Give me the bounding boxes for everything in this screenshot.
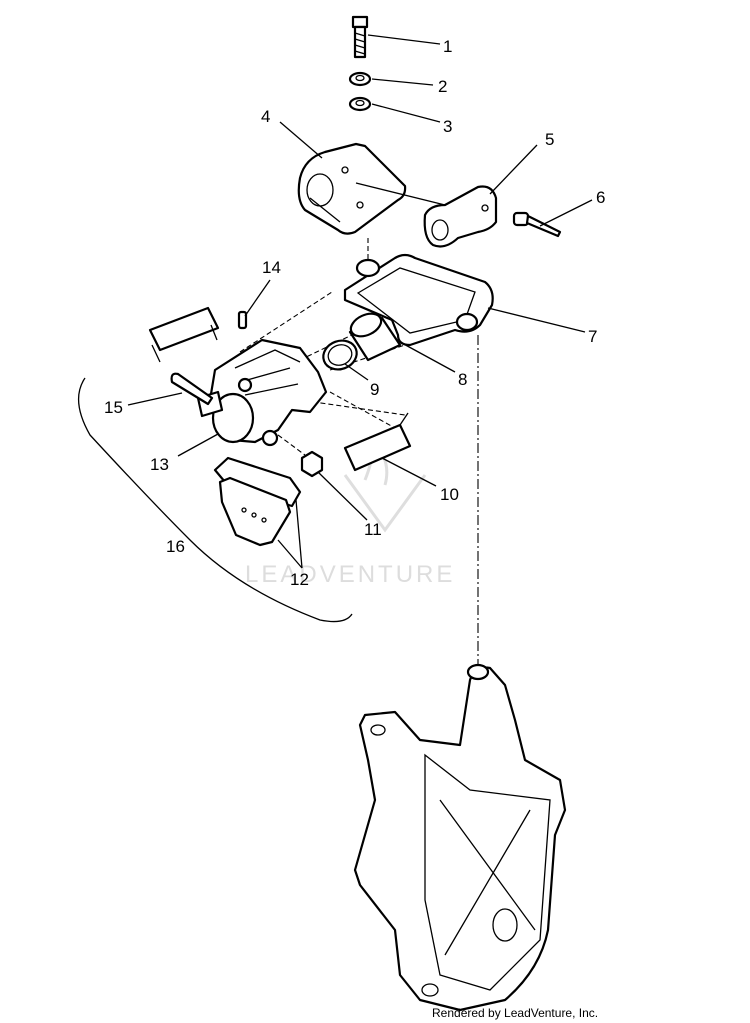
leader-lines [127, 34, 593, 569]
watermark-text: LEADVENTURE [245, 561, 455, 588]
callout-6: 6 [596, 188, 605, 207]
callout-2: 2 [438, 77, 447, 96]
callout-16: 16 [166, 537, 185, 556]
callout-13: 13 [150, 455, 169, 474]
brake-pads-part [213, 456, 302, 547]
mounting-bracket-part [297, 142, 407, 235]
retaining-pin-part [170, 372, 214, 406]
callout-10: 10 [440, 485, 459, 504]
callout-8: 8 [458, 370, 467, 389]
piston-part [348, 312, 402, 362]
bleeder-screw-part [237, 310, 248, 330]
adjust-screw-part [512, 211, 562, 238]
callout-1: 1 [443, 37, 452, 56]
callout-7: 7 [588, 327, 597, 346]
callout-4: 4 [261, 107, 270, 126]
callout-5: 5 [545, 130, 554, 149]
lower-pad-shim-part [343, 412, 412, 472]
cam-lever-part [355, 182, 498, 248]
piston-seal-part [322, 339, 358, 371]
callout-15: 15 [104, 398, 123, 417]
callout-12: 12 [290, 570, 309, 589]
footer-credit: Rendered by LeadVenture, Inc. [432, 1006, 598, 1020]
callout-9: 9 [370, 380, 379, 399]
callout-3: 3 [443, 117, 452, 136]
brake-housing-part [353, 663, 567, 1012]
watermark-logo: LEADVENTURE [245, 435, 455, 588]
caliper-nut-part [300, 450, 324, 478]
assembly-brace [78, 377, 353, 623]
callout-11: 11 [364, 520, 382, 539]
caliper-body-part [196, 338, 328, 447]
callout-labels: 1 2 3 4 5 6 7 8 9 10 11 12 13 14 15 16 [104, 37, 605, 589]
lock-washer-part [348, 71, 372, 87]
bolt-part [351, 15, 369, 59]
washer-part [348, 96, 372, 112]
callout-14: 14 [262, 258, 281, 277]
upper-pad-shim-part [148, 306, 220, 363]
